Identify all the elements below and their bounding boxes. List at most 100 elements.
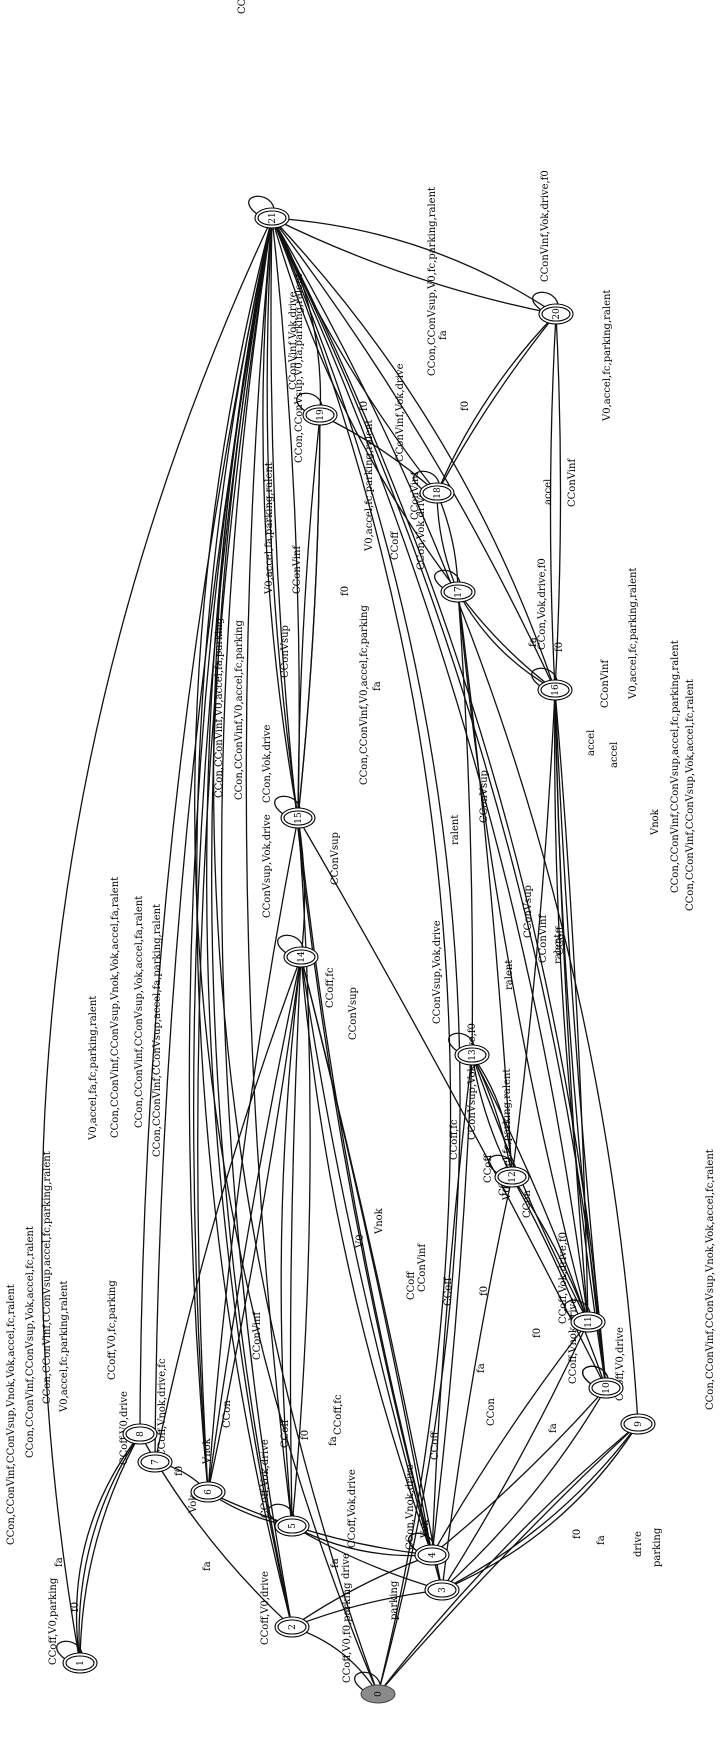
state-label: 9	[634, 1421, 644, 1427]
edge-0-21	[271, 217, 461, 1695]
edge-label: CCoff	[406, 1271, 417, 1300]
edge-label: CConVsup,Vok,drive,f0	[467, 1023, 478, 1140]
edge-label: CCoff,Vnok,drive	[568, 1298, 579, 1384]
state-14: 14	[283, 946, 319, 968]
state-label: 16	[551, 684, 561, 696]
state-label: 6	[204, 1489, 214, 1495]
edge-0-0	[354, 1671, 381, 1691]
state-label: 19	[316, 409, 326, 421]
state-9: 9	[620, 1413, 656, 1435]
edge-label: fa	[528, 637, 539, 647]
edge-3-9	[441, 1423, 639, 1591]
state-label: 8	[136, 1431, 146, 1437]
state-label: 0	[374, 1691, 384, 1697]
edge-0-2	[291, 1626, 379, 1695]
edge-label: CCoff	[430, 1431, 441, 1460]
edge-label: CConVsup	[479, 770, 490, 823]
state-label: 13	[468, 1049, 478, 1061]
edge-6-21	[192, 217, 273, 1493]
edge-10-21	[271, 217, 607, 1389]
edge-11-17	[457, 591, 589, 1323]
edge-3-9	[441, 1423, 639, 1591]
edge-label: CConVinf	[292, 545, 303, 594]
state-inner-ring	[443, 584, 473, 600]
edge-20-18	[436, 313, 557, 494]
state-label: 17	[454, 586, 464, 598]
state-label: 5	[288, 1523, 298, 1529]
edge-20-21	[271, 217, 557, 315]
state-inner-ring	[497, 1169, 527, 1185]
edge-11-13	[471, 1054, 589, 1323]
edge-label: fa	[476, 1363, 487, 1373]
edge-label: V0,accel,fc,parking,ralent	[59, 1281, 70, 1413]
edge-6-14	[207, 956, 302, 1493]
edge-label: CConVinf,Vok,drive	[395, 363, 406, 462]
edge-19-19	[296, 392, 323, 412]
edge-label: CCon	[486, 1398, 497, 1426]
edge-label: CCoff,fc	[333, 1394, 344, 1435]
edge-8-21	[139, 217, 273, 1435]
edge-17-16	[457, 591, 556, 691]
edge-label: CCon	[522, 1190, 533, 1218]
edge-1-21	[41, 217, 273, 1664]
edge-3-10	[441, 1387, 607, 1591]
edge-label: CConVinf	[410, 471, 421, 520]
state-label: 10	[602, 1382, 612, 1394]
edge-9-0	[377, 1423, 639, 1695]
state-label: 7	[151, 1459, 161, 1465]
edge-label: f0	[479, 1286, 490, 1296]
edge-label: CConVinf	[538, 914, 549, 963]
state-17: 17	[440, 581, 476, 603]
state-11: 11	[570, 1311, 606, 1333]
edge-11-21	[271, 217, 589, 1323]
state-16: 16	[537, 679, 573, 701]
state-inner-ring	[283, 810, 313, 826]
edge-label: CCon,CConVinf,CConVsup,Vok,accel,fc,rale…	[685, 679, 696, 911]
edge-label: f0	[460, 401, 471, 411]
edge-3-21	[270, 217, 443, 1591]
edge-label: CCon,CConVinf,V0,accel,fa,parking	[214, 617, 225, 798]
state-inner-ring	[427, 1582, 457, 1598]
edge-label: CCoff,V0,drive	[615, 1327, 626, 1401]
edge-2-4	[291, 1554, 433, 1628]
state-inner-ring	[193, 1484, 223, 1500]
edge-5-21	[245, 217, 293, 1527]
state-inner-ring	[65, 1655, 95, 1671]
edge-label: CCoff	[483, 1154, 494, 1183]
edge-label: CConVinf,Vok,drive	[288, 291, 299, 390]
state-inner-ring	[257, 210, 287, 226]
edge-label: CConVinf	[252, 1311, 263, 1360]
state-10: 10	[588, 1377, 624, 1399]
edge-18-19	[319, 414, 438, 494]
edge-label: CCoff,fc	[449, 1119, 460, 1160]
edge-label: CConVsup,Vok,drive	[262, 814, 273, 918]
edge-label: CCoff,Vok,drive,f0	[558, 1232, 569, 1324]
edge-label: f0	[554, 642, 565, 652]
edge-label: CCon,CConVinf,V0,accel,fc,parking	[234, 620, 245, 800]
edge-label: CCoff	[390, 531, 401, 560]
edge-label: f0	[340, 586, 351, 596]
edge-9-0	[377, 1423, 639, 1695]
state-label: 21	[268, 212, 278, 223]
state-6: 6	[190, 1481, 226, 1503]
state-label: 2	[288, 1624, 298, 1630]
edge-2-3	[291, 1589, 443, 1628]
edge-1-8	[75, 1433, 141, 1664]
state-18: 18	[419, 482, 455, 504]
state-19: 19	[302, 404, 338, 426]
edge-label: CCon,Vok,drive,f0	[537, 558, 548, 650]
edge-12-16	[511, 689, 556, 1178]
state-3: 3	[424, 1579, 460, 1601]
edge-16-21	[271, 217, 556, 691]
state-inner-ring	[125, 1426, 155, 1442]
edge-13-13	[448, 1032, 475, 1052]
edge-5-14	[289, 956, 302, 1527]
edge-16-10	[554, 689, 607, 1389]
state-label: 12	[508, 1171, 518, 1182]
state-inner-ring	[277, 1619, 307, 1635]
edge-label: f0	[70, 1602, 81, 1612]
edge-label: fa	[438, 330, 449, 340]
edge-label: CCoff,CCon,CConVinf,CConVsup,V0,Vnok,Vok…	[237, 0, 248, 14]
